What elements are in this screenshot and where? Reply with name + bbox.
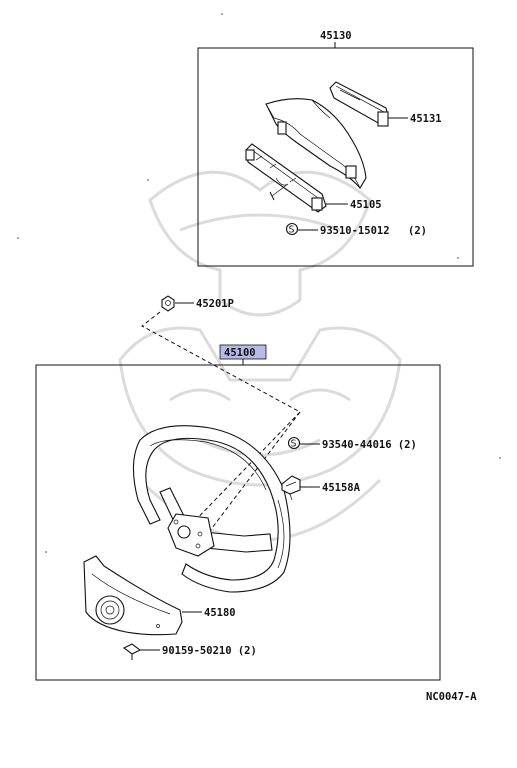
bracket-45131: 45131: [329, 81, 442, 127]
diagram-code: NC0047-A: [426, 691, 477, 703]
label-93510: 93510-15012: [320, 225, 390, 237]
scan-dots: [17, 13, 501, 553]
dashed-leader-hub: [205, 411, 301, 537]
label-45201P: 45201P: [196, 298, 234, 310]
s-marker-93540: S: [291, 439, 297, 450]
label-45100: 45100: [224, 347, 256, 359]
lower-assembly-box: 45100 S 93540-44016 (2): [35, 344, 441, 681]
label-45180: 45180: [204, 607, 236, 619]
steering-wheel: [132, 425, 291, 593]
clip-45158A: 45158A: [281, 475, 361, 501]
screw-93510: S 93510-15012 (2): [285, 222, 427, 237]
cover-45180: 45180: [83, 555, 236, 636]
horn-plate-45105: 45105: [245, 143, 382, 213]
label-45158A: 45158A: [322, 482, 361, 494]
screw-90159: 90159-50210 (2): [122, 643, 257, 660]
dashed-leader-nut: [141, 311, 301, 531]
label-45130: 45130: [320, 30, 352, 42]
screw-93540: S 93540-44016 (2): [287, 436, 417, 451]
qty-93510: (2): [408, 225, 427, 237]
nut-45201P: 45201P: [161, 295, 234, 312]
horn-pad-cover: [265, 98, 367, 189]
label-45131: 45131: [410, 113, 442, 125]
s-marker-93510: S: [289, 225, 295, 236]
upper-assembly-box: 45130 45131 45105: [197, 30, 474, 267]
label-90159: 90159-50210 (2): [162, 645, 257, 657]
label-45105: 45105: [350, 199, 382, 211]
label-93540: 93540-44016 (2): [322, 439, 417, 451]
